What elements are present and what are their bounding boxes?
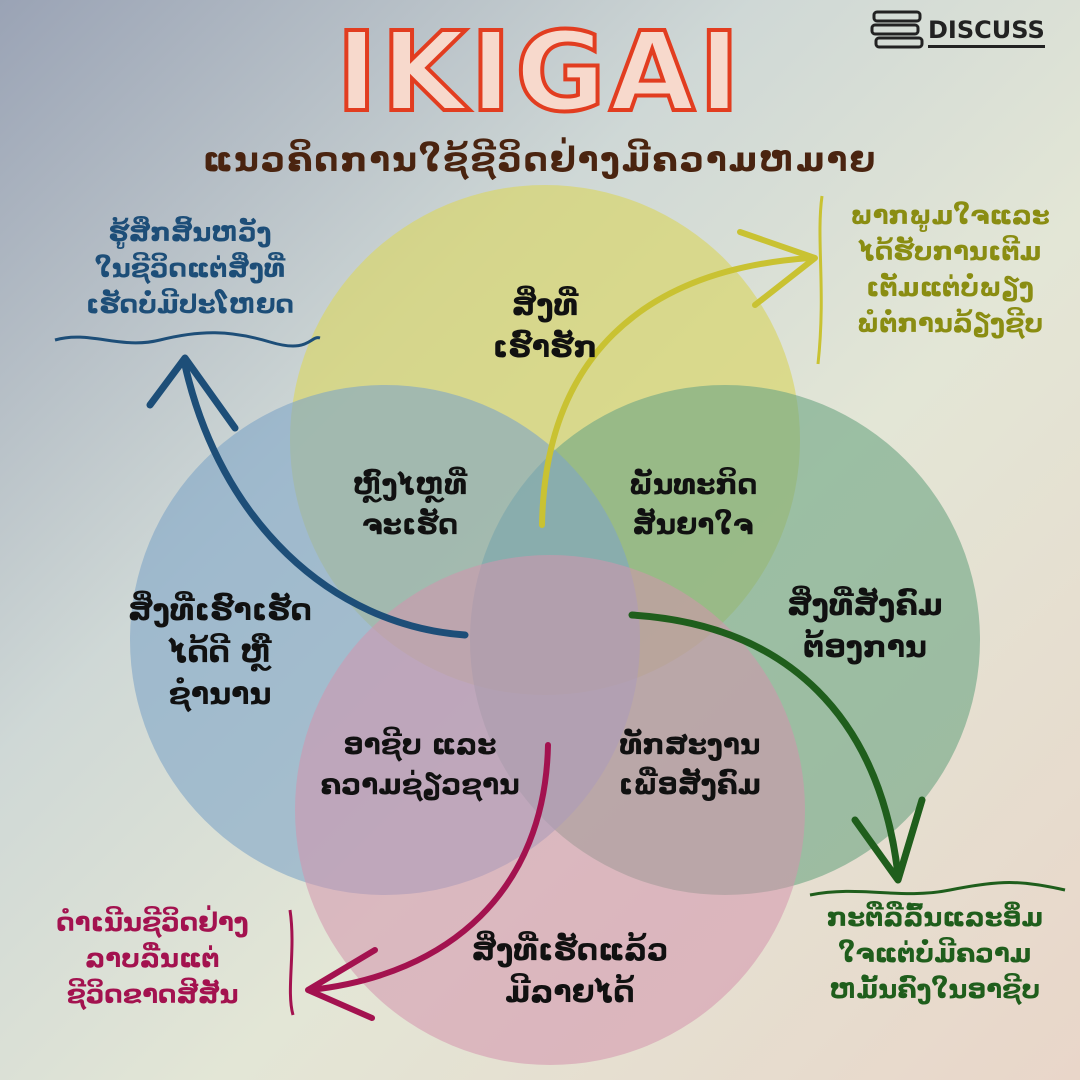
circle-what-you-are-paid-for [295, 555, 805, 1065]
bottom-right-note-overline [809, 881, 1066, 897]
overlap-label-passion: ຫຼົງໄຫຼທີ່ ຈະເຮັດ [352, 468, 468, 541]
overlap-label-mission: ພັນທະກິດ ສັນຍາໃຈ [628, 468, 758, 541]
subtitle: ແນວຄິດການໃຊ້ຊີວິດຢ່າງມີຄວາມຫມາຍ [202, 140, 878, 180]
arrow-to-bottom-right-icon [628, 611, 926, 884]
title: IKIGAI [334, 6, 744, 138]
brand-name: DISCUSS [928, 16, 1045, 48]
circle-label-what-you-are-good-at: ສິ່ງທີ່ເຮົາເຮັດ ໄດ້ດີ ຫຼື ຊໍານານ [128, 593, 312, 712]
note-bottom-right: ກະຕືລືລົ້ນແລະອິ່ມ ໃຈແຕ່ບໍ່ມີຄວາມ ຫມັ້ນຄົ… [826, 903, 1044, 1005]
arrow-to-bottom-left-icon [305, 742, 551, 1021]
arrow-to-top-left-icon [146, 354, 469, 639]
note-bottom-left: ດໍາເນີນຊີວິດຢ່າງ ລາບລື່ນແຕ່ ຊີວິດຂາດສີສັ… [56, 908, 249, 1010]
circle-label-what-you-love: ສິ່ງທີ່ ເຮົາຮັກ [492, 288, 598, 365]
circle-label-what-world-needs: ສິ່ງທີ່ສັງຄົມ ຕ້ອງການ [787, 588, 943, 665]
note-top-right: ພາກພູມໃຈແລະ ໄດ້ຮັບການເຕີມ ເຕັມແຕ່ບໍ່ພຽງ … [850, 201, 1050, 339]
top-right-note-bracket [816, 195, 824, 365]
top-left-note-underline [54, 331, 321, 348]
stacked-books-icon [870, 10, 924, 49]
overlap-label-profession: ອາຊີບ ແລະ ຄວາມຊ່ຽວຊານ [320, 728, 520, 801]
note-top-left: ຮູ້ສຶກສິ້ນຫວັງ ໃນຊີວິດແຕ່ສິ່ງທີ່ ເຮັດບໍ່… [86, 218, 294, 320]
overlap-label-vocation: ທັກສະງານ ເພື່ອສັງຄົມ [618, 728, 762, 801]
circle-label-what-you-are-paid-for: ສິ່ງທີ່ເຮັດແລ້ວ ມີລາຍໄດ້ [471, 933, 669, 1010]
bottom-left-note-bracket [288, 909, 295, 1016]
brand-logo: DISCUSS [870, 6, 1070, 54]
arrow-to-top-right-icon [539, 229, 818, 528]
